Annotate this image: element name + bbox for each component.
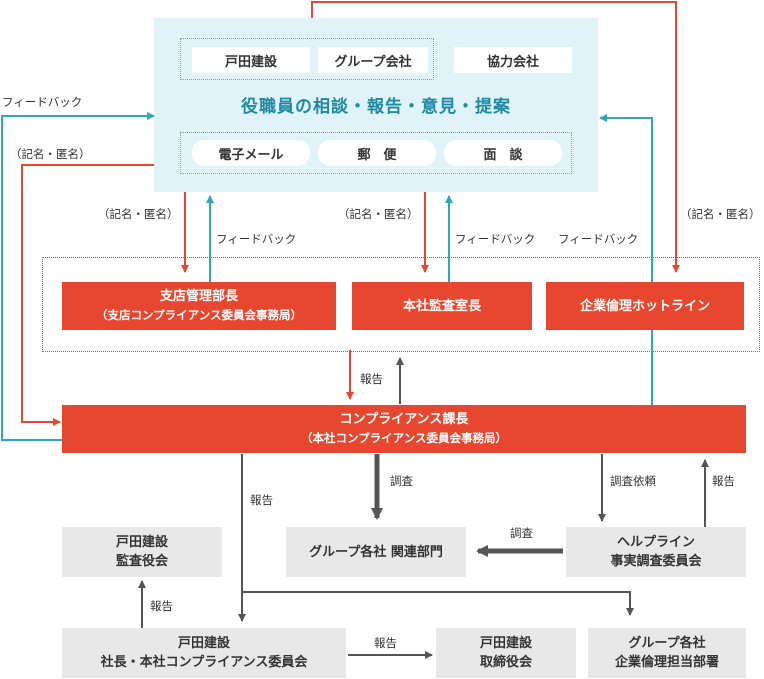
channel-mail: 郵 便: [318, 140, 436, 166]
board-of-directors-box: 戸田建設 取締役会: [436, 628, 576, 678]
board-of-directors-line1: 戸田建設: [479, 636, 532, 651]
related-departments-box: グループ各社 関連部門: [286, 527, 466, 577]
compliance-manager-box: コンプライアンス課長 （本社コンプライアンス委員会事務局）: [62, 405, 746, 453]
audit-board-line2: 監査役会: [115, 554, 168, 569]
channels-dotted-frame: [180, 132, 572, 174]
channel-interview: 面 談: [444, 140, 562, 166]
red-connector-top-to-hotline: [311, 1, 680, 273]
request-label: 調査依頼: [610, 474, 656, 488]
group-subsidiaries: グループ会社: [318, 47, 428, 73]
channel-email: 電子メール: [192, 140, 310, 166]
report-label-offices: 報告: [360, 372, 383, 386]
hotline-title: 企業倫理ホットライン: [579, 298, 710, 314]
named-label-right: （記名・匿名）: [680, 207, 761, 221]
helpline-box: ヘルプライン 事実調査委員会: [566, 527, 746, 577]
red-connector-top-to-manager: [21, 164, 154, 426]
audit-board-box: 戸田建設 監査役会: [62, 527, 222, 577]
board-of-directors-line2: 取締役会: [479, 655, 532, 670]
gray-branch-to-ethics: [242, 591, 634, 616]
helpline-line1: ヘルプライン: [616, 535, 695, 550]
report-label-auditboard: 報告: [150, 599, 173, 613]
compliance-manager-title: コンプライアンス課長: [339, 412, 469, 427]
audit-board-line1: 戸田建設: [115, 535, 168, 550]
offices-dotted-frame: [42, 257, 760, 352]
report-label-directors: 報告: [374, 636, 397, 650]
investigate-label-horizontal: 調査: [510, 526, 533, 540]
feedback-label-left: フィードバック: [2, 95, 83, 109]
report-label-manager: 報告: [250, 493, 273, 507]
groups-dotted-frame: [180, 38, 434, 80]
president-committee-line1: 戸田建設: [177, 636, 230, 651]
branch-manager-box: 支店管理部長 （支店コンプライアンス委員会事務局）: [62, 282, 336, 330]
named-label-branch: （記名・匿名）: [98, 207, 179, 221]
president-committee-box: 戸田建設 社長・本社コンプライアンス委員会: [62, 628, 346, 678]
group-partners: 協力会社: [454, 47, 572, 73]
helpline-line2: 事実調査委員会: [610, 554, 702, 569]
consultation-title: 役職員の相談・報告・意見・提案: [241, 97, 511, 117]
president-committee-line2: 社長・本社コンプライアンス委員会: [100, 655, 308, 670]
related-departments-label: グループ各社 関連部門: [309, 544, 443, 560]
feedback-label-hotline: フィードバック: [558, 232, 639, 246]
hotline-box: 企業倫理ホットライン: [546, 282, 744, 330]
investigate-label-vertical: 調査: [390, 474, 413, 488]
feedback-label-audit: フィードバック: [455, 232, 536, 246]
group-toda: 戸田建設: [192, 47, 310, 73]
ethics-department-line1: グループ各社: [628, 636, 706, 651]
branch-manager-sub: （支店コンプライアンス委員会事務局）: [96, 308, 302, 322]
branch-manager-title: 支店管理部長: [159, 289, 238, 304]
audit-office-box: 本社監査室長: [352, 282, 532, 330]
report-label-helpline: 報告: [712, 474, 735, 488]
named-label-left: （記名・匿名）: [10, 147, 91, 161]
named-label-audit: （記名・匿名）: [338, 207, 419, 221]
audit-office-title: 本社監査室長: [402, 298, 481, 314]
ethics-department-line2: 企業倫理担当部署: [614, 655, 719, 670]
feedback-label-branch: フィードバック: [216, 232, 297, 246]
ethics-department-box: グループ各社 企業倫理担当部署: [588, 628, 746, 678]
teal-feedback-manager-to-top: [1, 112, 155, 441]
compliance-manager-sub: （本社コンプライアンス委員会事務局）: [301, 431, 507, 445]
